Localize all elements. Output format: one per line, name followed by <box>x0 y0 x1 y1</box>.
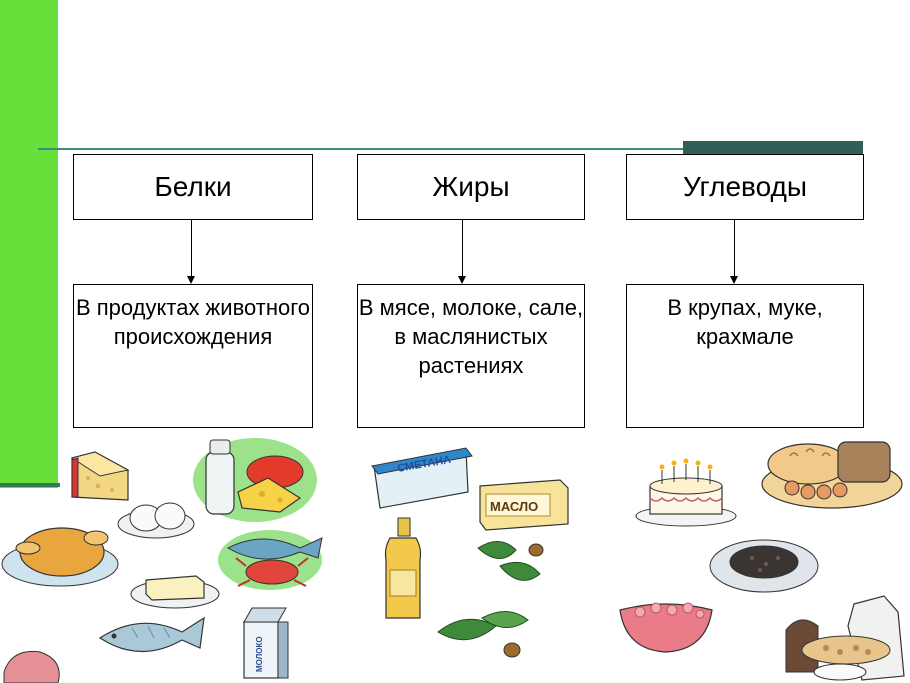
cheese-wedge-icon <box>70 451 130 501</box>
butter-pack-label: МАСЛО <box>490 499 538 514</box>
milk-bottle-and-cheese-icon <box>193 438 317 522</box>
milk-carton-label: МОЛОКО <box>255 636 264 672</box>
detail-fats: В мясе, молоке, сале, в маслянистых раст… <box>357 284 585 428</box>
bread-basket-icon <box>761 441 903 509</box>
birthday-cake-icon <box>635 458 737 527</box>
header-carbs: Углеводы <box>626 154 864 220</box>
hazelnut-leaves-icon <box>477 541 544 581</box>
arrow-proteins <box>187 220 195 284</box>
flour-and-bakery-icon <box>785 595 905 681</box>
horizontal-rule <box>38 148 862 150</box>
arrow-carbs <box>730 220 738 284</box>
eggs-plate-icon <box>117 502 195 539</box>
ham-icon <box>3 650 60 683</box>
sour-cream-tub-icon: СМЕТАНА <box>371 447 473 509</box>
arrow-fats <box>458 220 466 284</box>
roast-chicken-icon <box>1 527 119 587</box>
buckwheat-plate-icon <box>709 539 819 593</box>
butter-pack-icon: МАСЛО <box>479 479 569 531</box>
header-fats: Жиры <box>357 154 585 220</box>
oil-bottle-icon <box>384 517 422 619</box>
pasta-bowl-icon <box>619 602 713 653</box>
nut-branch-icon <box>437 611 529 658</box>
butter-dish-icon <box>130 575 220 609</box>
detail-proteins: В продуктах животного происхождения <box>73 284 313 428</box>
header-carbs-text: Углеводы <box>682 171 808 202</box>
detail-proteins-text: В продуктах животного происхождения <box>75 295 310 349</box>
detail-carbs: В крупах, муке, крахмале <box>626 284 864 428</box>
detail-fats-text: В мясе, молоке, сале, в маслянистых раст… <box>358 295 584 378</box>
header-fats-text: Жиры <box>432 171 510 202</box>
side-bar-edge <box>0 483 60 487</box>
detail-carbs-text: В крупах, муке, крахмале <box>667 295 823 349</box>
side-green-bar <box>0 0 58 488</box>
header-proteins: Белки <box>73 154 313 220</box>
fish-icon <box>98 616 205 653</box>
milk-carton-icon: МОЛОКО <box>243 607 289 679</box>
header-proteins-text: Белки <box>154 171 232 202</box>
accent-block <box>683 141 863 157</box>
fish-and-crayfish-plate-icon <box>218 530 323 590</box>
